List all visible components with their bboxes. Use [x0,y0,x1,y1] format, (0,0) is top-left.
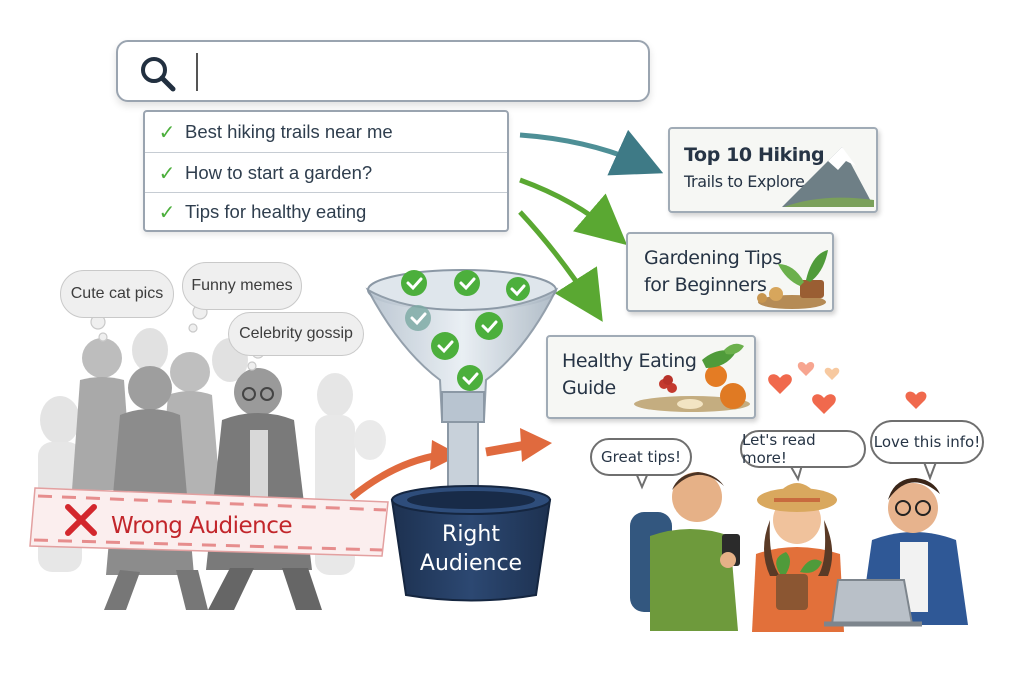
thought-bubble: Funny memes [182,262,302,310]
thought-bubble: Celebrity gossip [228,312,364,356]
thought-text: Celebrity gossip [239,325,353,342]
search-icon[interactable] [138,54,178,94]
card-subtitle: Trails to Explore [684,172,805,191]
card-subtitle: for Beginners [644,274,767,296]
check-icon: ✓ [158,201,176,224]
funnel-checkmarks [401,270,530,391]
right-audience-bucket [390,485,552,602]
plant-icon [757,250,828,309]
speech-text: Love this info! [873,433,981,451]
vegetables-icon [634,343,750,412]
wrong-audience-banner [29,487,389,557]
audience-person-laptop [824,478,968,627]
check-icon: ✓ [158,121,176,144]
card-title: Gardening Tips [644,247,782,269]
right-audience-line2: Audience [419,551,523,576]
arrow-to-hiking [519,129,664,176]
suggestion-item[interactable]: ✓ Best hiking trails near me [145,112,507,152]
audience-person-hiker [630,472,740,631]
right-audience-label: Right Audience [404,520,538,578]
suggestion-text: How to start a garden? [185,162,373,183]
search-suggestions: ✓ Best hiking trails near me ✓ How to st… [143,110,509,232]
suggestion-text: Tips for healthy eating [185,201,367,222]
suggestion-item[interactable]: ✓ Tips for healthy eating [145,192,507,232]
speech-bubble: Love this info! [870,420,984,464]
search-input[interactable] [194,52,638,92]
card-subtitle: Guide [562,377,616,399]
divider [145,152,507,153]
wrong-audience-label: Wrong Audience [111,513,293,539]
speech-bubble: Let's read more! [740,430,866,468]
arrow-into-bucket [349,440,460,500]
divider [145,192,507,193]
thought-text: Cute cat pics [70,285,164,302]
audience-person-gardener [752,483,844,632]
thought-text: Funny memes [191,277,293,294]
card-title: Healthy Eating [562,350,697,372]
suggestion-text: Best hiking trails near me [185,121,393,142]
speech-bubble: Great tips! [590,438,692,476]
wrong-x-icon [65,504,97,536]
right-audience-line1: Right [442,522,500,547]
arrow-to-eating [518,210,603,322]
mountain-icon [782,147,874,207]
heart-icon [768,362,927,414]
result-card-hiking[interactable]: Top 10 Hiking Trails to Explore [668,127,878,213]
speech-tails [635,461,937,490]
card-title: Top 10 Hiking [684,144,825,166]
arrow-to-audience [485,428,552,462]
suggestion-item[interactable]: ✓ How to start a garden? [145,153,507,193]
thought-bubble: Cute cat pics [60,270,174,318]
search-bar[interactable] [116,40,650,102]
check-icon: ✓ [158,162,176,185]
speech-text: Great tips! [601,448,681,466]
speech-text: Let's read more! [742,431,816,467]
arrow-to-gardening [519,177,628,246]
